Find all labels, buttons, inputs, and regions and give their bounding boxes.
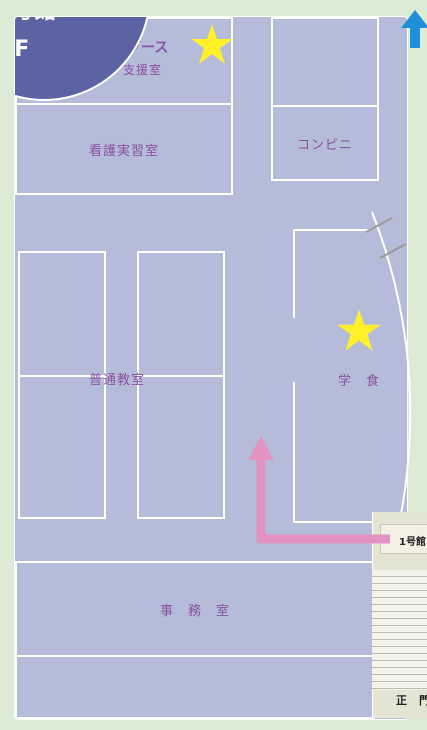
convenience-store[interactable]: コンビニ (271, 105, 379, 181)
floor-plan: 個別相談ブース キャリア支援室 看護実習室 コンビニ 普通教室 事 務 室 1号… (14, 16, 408, 720)
star-icon (191, 24, 233, 64)
nursing-practice-room-label: 看護実習室 (88, 143, 159, 159)
classroom-left-lower[interactable] (18, 375, 106, 519)
entrance-stairs (372, 570, 427, 690)
nursing-practice-room[interactable]: 看護実習室 (15, 103, 233, 195)
classroom-right-lower[interactable] (137, 375, 225, 519)
building-floor-badge: 1号館 1F (14, 17, 151, 101)
upper-right-room[interactable] (271, 17, 379, 107)
office[interactable]: 事 務 室 (15, 561, 375, 657)
star-icon (337, 309, 381, 351)
building1-label: 1号館 (380, 524, 427, 554)
north-arrow-icon (401, 10, 427, 48)
badge-building: 1号館 (15, 17, 56, 25)
convenience-store-label: コンビニ (296, 137, 353, 153)
classroom-label: 普通教室 (89, 373, 146, 388)
office-corridor (15, 655, 375, 719)
cafeteria-label: 学 食 (338, 374, 381, 389)
main-gate-label: 正門 (396, 694, 427, 707)
classroom-left-upper[interactable] (18, 251, 106, 377)
office-label: 事 務 室 (159, 603, 230, 619)
classroom-right-upper[interactable] (137, 251, 225, 377)
badge-floor: 1F (14, 37, 30, 62)
